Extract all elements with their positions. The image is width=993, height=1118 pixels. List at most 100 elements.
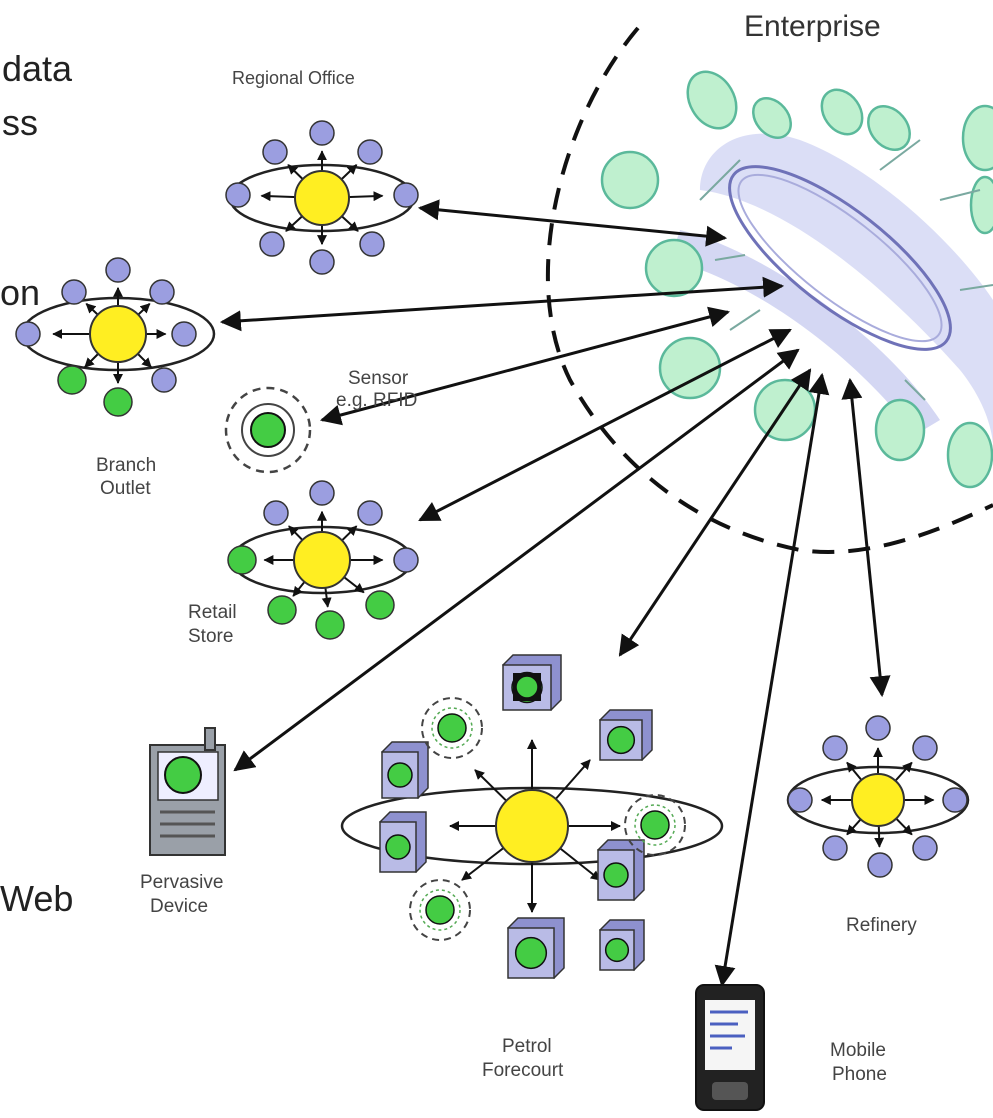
blue-node xyxy=(912,835,938,861)
arrow-refinery xyxy=(841,377,891,698)
blue-node xyxy=(942,787,968,813)
blue-node xyxy=(359,231,385,257)
blue-node xyxy=(171,321,197,347)
cluster-hub xyxy=(495,789,569,863)
green-node xyxy=(103,387,133,417)
enterprise-spoke xyxy=(729,309,761,331)
blue-node xyxy=(393,182,419,208)
blue-node xyxy=(357,500,383,526)
retail-store-cluster xyxy=(227,480,419,640)
blue-node xyxy=(262,139,288,165)
blue-node xyxy=(822,735,848,761)
terminal-device xyxy=(598,919,645,972)
blue-node xyxy=(867,852,893,878)
terminal-device xyxy=(506,917,565,980)
sensor-label-line2: e.g. RFID xyxy=(336,390,418,411)
enterprise-spoke xyxy=(939,189,981,201)
fragment-data: data xyxy=(2,48,73,89)
enterprise-node xyxy=(600,150,660,210)
branch-outlet-label-line2: Outlet xyxy=(100,478,151,499)
retail-store-label-line2: Store xyxy=(188,626,234,647)
mobile-phone-label-line1: Mobile xyxy=(830,1040,886,1061)
blue-node xyxy=(259,231,285,257)
arrow-retail-store xyxy=(418,328,792,522)
blue-node xyxy=(309,480,335,506)
petrol-forecourt-label-line1: Petrol xyxy=(502,1036,552,1057)
blue-node xyxy=(309,249,335,275)
blue-node xyxy=(865,715,891,741)
branch-outlet-cluster xyxy=(15,257,216,417)
enterprise-node xyxy=(644,238,704,298)
cluster-hub xyxy=(293,531,351,589)
green-node xyxy=(227,545,257,575)
mobile-phone-label-line2: Phone xyxy=(832,1064,887,1085)
terminal-device xyxy=(597,839,645,902)
pervasive-device-label-line1: Pervasive xyxy=(140,872,224,893)
blue-node xyxy=(393,547,419,573)
petrol-forecourt-cluster xyxy=(340,654,724,980)
blue-node xyxy=(309,120,335,146)
mobile-phone-icon xyxy=(695,984,765,1111)
enterprise-ring xyxy=(728,165,952,351)
green-node xyxy=(515,675,539,699)
cluster-hub xyxy=(851,773,905,827)
connections xyxy=(219,199,891,988)
enterprise-node xyxy=(961,104,993,172)
sensor-node xyxy=(421,697,483,759)
arrow-mobile-phone xyxy=(714,372,830,988)
fragment-ss: ss xyxy=(2,102,38,143)
pervasive-device-label-line2: Device xyxy=(150,896,209,917)
regional-office-label: Regional Office xyxy=(232,68,355,88)
green-node xyxy=(365,590,395,620)
sensor-node xyxy=(409,879,471,941)
enterprise-spoke xyxy=(879,139,921,171)
fragment-web: Web xyxy=(0,878,74,919)
enterprise-node xyxy=(969,175,993,235)
branch-outlet-label-line1: Branch xyxy=(96,455,157,476)
terminal-device xyxy=(381,741,429,800)
enterprise-spoke xyxy=(904,379,926,401)
blue-node xyxy=(357,139,383,165)
blue-node xyxy=(263,500,289,526)
sensor-label-line1: Sensor xyxy=(348,368,409,389)
blue-node xyxy=(787,787,813,813)
refinery-cluster xyxy=(786,715,970,878)
enterprise-hub xyxy=(600,70,993,489)
sensor-node xyxy=(624,794,686,856)
enterprise-node xyxy=(686,70,738,130)
cluster-hub xyxy=(294,170,350,226)
enterprise-spoke xyxy=(959,284,993,291)
blue-node xyxy=(61,279,87,305)
green-node xyxy=(315,610,345,640)
blue-node xyxy=(225,182,251,208)
enterprise-node xyxy=(658,336,722,400)
enterprise-label: Enterprise xyxy=(744,10,881,43)
enterprise-node xyxy=(752,97,792,139)
enterprise-node xyxy=(867,105,911,151)
blue-node xyxy=(149,279,175,305)
blue-node xyxy=(151,367,177,393)
pervasive-device-icon xyxy=(149,727,226,856)
enterprise-node xyxy=(874,398,926,462)
refinery-label: Refinery xyxy=(846,915,917,936)
sensor-node xyxy=(224,386,312,474)
blue-node xyxy=(822,835,848,861)
arrow-branch-outlet xyxy=(219,276,785,332)
enterprise-node xyxy=(820,88,864,136)
arrow-regional-office xyxy=(417,199,728,247)
retail-store-label-line1: Retail xyxy=(188,602,237,623)
enterprise-node xyxy=(946,421,993,489)
blue-node xyxy=(912,735,938,761)
blue-node xyxy=(15,321,41,347)
petrol-forecourt-label-line2: Forecourt xyxy=(482,1060,564,1081)
regional-office-cluster xyxy=(225,120,419,275)
fragment-on: on xyxy=(0,272,41,313)
green-node xyxy=(267,595,297,625)
enterprise-spoke xyxy=(714,254,746,261)
terminal-device xyxy=(598,709,653,762)
enterprise-spoke xyxy=(699,159,741,201)
green-node xyxy=(57,365,87,395)
cluster-hub xyxy=(89,305,147,363)
